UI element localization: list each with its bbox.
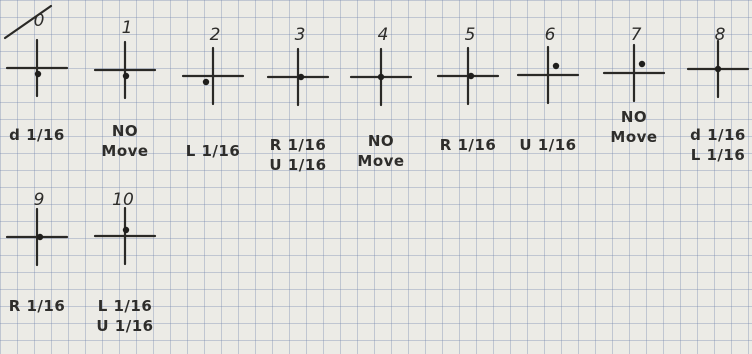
cell-number: 2 bbox=[210, 25, 221, 45]
cell-number: 3 bbox=[295, 25, 306, 45]
position-dot bbox=[34, 70, 42, 78]
adjustment-note: R 1/16 bbox=[440, 136, 497, 154]
crosshair-cell-8: 8 d 1/16 L 1/16 bbox=[686, 25, 750, 164]
position-dot bbox=[297, 73, 305, 81]
zero-slash bbox=[3, 4, 53, 40]
adjustment-note: NO bbox=[368, 132, 394, 150]
crosshair-cell-4: 4NO Move bbox=[349, 25, 413, 170]
cell-number: 1 bbox=[122, 18, 133, 38]
position-dot bbox=[467, 72, 475, 80]
adjustment-note: Move bbox=[357, 152, 404, 170]
cell-number: 4 bbox=[378, 25, 389, 45]
adjustment-note: L 1/16 bbox=[186, 142, 241, 160]
adjustment-note: U 1/16 bbox=[96, 317, 153, 335]
position-dot bbox=[122, 226, 130, 234]
position-dot bbox=[638, 60, 646, 68]
adjustment-note: d 1/16 bbox=[9, 126, 65, 144]
adjustment-note: L 1/16 bbox=[691, 146, 746, 164]
crosshair-cell-9: 9 R 1/16 bbox=[5, 190, 69, 315]
crosshair-cell-7: 7NO Move bbox=[602, 25, 666, 146]
crosshair-cell-2: 2 L 1/16 bbox=[181, 25, 245, 160]
crosshair-cell-10: 10 L 1/16 U 1/16 bbox=[93, 190, 157, 335]
crosshair-cell-6: 6 U 1/16 bbox=[516, 25, 580, 154]
crosshair-cell-0: 0 d 1/16 bbox=[3, 4, 69, 144]
adjustment-note: U 1/16 bbox=[519, 136, 576, 154]
adjustment-note: U 1/16 bbox=[269, 156, 326, 174]
adjustment-note: R 1/16 bbox=[9, 297, 66, 315]
cell-number: 5 bbox=[465, 25, 476, 45]
cell-number: 0 bbox=[34, 11, 45, 31]
position-dot bbox=[202, 78, 210, 86]
adjustment-note: Move bbox=[610, 128, 657, 146]
position-dot bbox=[552, 62, 560, 70]
position-dot bbox=[377, 73, 385, 81]
adjustment-note: Move bbox=[101, 142, 148, 160]
adjustment-note: NO bbox=[621, 108, 647, 126]
adjustment-note: NO bbox=[112, 122, 138, 140]
cell-number: 8 bbox=[715, 25, 726, 45]
adjustment-note: R 1/16 bbox=[270, 136, 327, 154]
crosshair-cell-3: 3 R 1/16 U 1/16 bbox=[266, 25, 330, 174]
position-dot bbox=[714, 65, 722, 73]
crosshair-cell-1: 1NO Move bbox=[93, 18, 157, 160]
position-dot bbox=[122, 72, 130, 80]
position-dot bbox=[36, 233, 44, 241]
adjustment-note: d 1/16 bbox=[690, 126, 746, 144]
cell-number: 10 bbox=[112, 190, 134, 210]
cell-number: 6 bbox=[545, 25, 556, 45]
cell-number: 7 bbox=[631, 25, 642, 45]
cell-number: 9 bbox=[34, 190, 45, 210]
crosshair-cell-5: 5 R 1/16 bbox=[436, 25, 500, 154]
adjustment-note: L 1/16 bbox=[98, 297, 153, 315]
